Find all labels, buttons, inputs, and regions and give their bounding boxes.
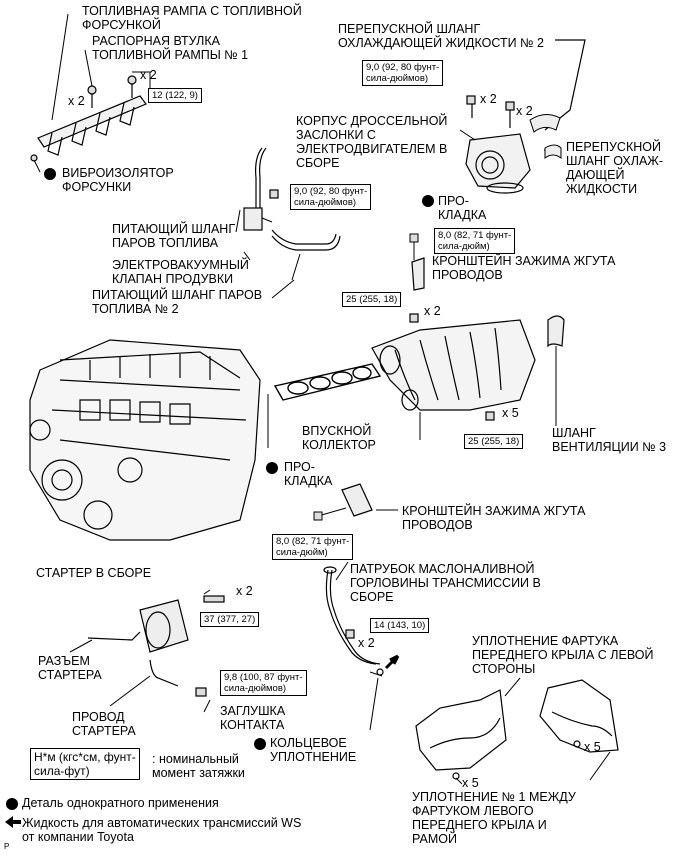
label-starter-wire: ПРОВОД СТАРТЕРА <box>72 710 136 738</box>
label-gasket-mid: ПРО- КЛАДКА <box>284 460 333 488</box>
label-ventilation-hose: ШЛАНГ ВЕНТИЛЯЦИИ № 3 <box>552 426 667 454</box>
label-injector-insulator: ВИБРОИЗОЛЯТОР ФОРСУНКИ <box>62 166 174 194</box>
qty-filler-bolts: x 2 <box>358 636 375 650</box>
label-intake-manifold: ВПУСКНОЙ КОЛЛЕКТОР <box>302 424 376 452</box>
fender-seal-drawings <box>415 679 619 780</box>
qty-rail-spacers: x 2 <box>68 94 85 108</box>
qty-throttle-nuts: x 2 <box>480 92 497 106</box>
legend-single-use: Деталь однократного применения <box>22 796 219 810</box>
torque-manifold-bottom: 25 (255, 18) <box>464 434 524 449</box>
torque-bracket-top: 8,0 (82, 71 фунт- сила-дюйм) <box>434 228 516 254</box>
qty-seal-no1-clips: x 5 <box>462 776 479 790</box>
label-harness-bracket-mid: КРОНШТЕЙН ЗАЖИМА ЖГУТА ПРОВОДОВ <box>402 504 586 532</box>
label-fuel-rail: ТОПЛИВНАЯ РАМПА С ТОПЛИВНОЙ ФОРСУНКОЙ <box>82 4 302 32</box>
qty-manifold-nuts: x 2 <box>424 304 441 318</box>
torque-bracket-mid: 8,0 (82, 71 фунт- сила-дюйм) <box>272 534 354 560</box>
label-purge-vsv: ЭЛЕКТРОВАКУУМНЫЙ КЛАПАН ПРОДУВКИ <box>112 258 249 286</box>
engine-drawing <box>29 339 261 541</box>
label-o-ring: КОЛЬЦЕВОЕ УПЛОТНЕНИЕ <box>270 736 357 764</box>
legend-units-box: Н*м (кгс*см, фунт- сила-фут) <box>30 748 140 780</box>
label-starter: СТАРТЕР В СБОРЕ <box>36 566 152 580</box>
atf-arrow-icon <box>5 816 21 828</box>
qty-throttle-bolts: x 2 <box>516 104 533 118</box>
qty-rail-bolts: x 2 <box>140 68 157 82</box>
single-use-icon <box>254 738 266 750</box>
torque-contact: 9,8 (100, 87 фунт- сила-дюймов) <box>220 670 307 696</box>
qty-seal-left-clips: x 5 <box>584 740 601 754</box>
single-use-icon <box>44 168 56 180</box>
torque-rail: 12 (122, 9) <box>148 88 202 103</box>
torque-manifold-top: 25 (255, 18) <box>342 292 402 307</box>
label-bypass-hose: ПЕРЕПУСКНОЙ ШЛАНГ ОХЛАЖ- ДАЮЩЕЙ ЖИДКОСТИ <box>566 140 664 196</box>
label-bypass-hose-2: ПЕРЕПУСКНОЙ ШЛАНГ ОХЛАЖДАЮЩЕЙ ЖИДКОСТИ №… <box>338 22 544 50</box>
label-harness-bracket-top: КРОНШТЕЙН ЗАЖИМА ЖГУТА ПРОВОДОВ <box>432 254 616 282</box>
torque-filler: 14 (143, 10) <box>370 618 430 633</box>
atf-pointer-arrow-icon <box>384 654 400 670</box>
label-filler-tube: ПАТРУБОК МАСЛОНАЛИВНОЙ ГОРЛОВИНЫ ТРАНСМИ… <box>350 562 541 604</box>
label-vapor-hose: ПИТАЮЩИЙ ШЛАНГ ПАРОВ ТОПЛИВА <box>112 222 236 250</box>
label-vapor-hose-2: ПИТАЮЩИЙ ШЛАНГ ПАРОВ ТОПЛИВА № 2 <box>92 288 263 316</box>
single-use-icon <box>422 195 434 207</box>
label-fender-seal-no1: УПЛОТНЕНИЕ № 1 МЕЖДУ ФАРТУКОМ ЛЕВОГО ПЕР… <box>412 790 576 846</box>
leader-insulator <box>33 159 41 173</box>
leader-fuel-rail <box>51 13 69 121</box>
legend-units-text: : номинальный момент затяжки <box>152 752 245 780</box>
intake-manifold-drawing <box>371 313 536 421</box>
label-throttle-body: КОРПУС ДРОССЕЛЬНОЙ ЗАСЛОНКИ С ЭЛЕКТРОДВИ… <box>296 114 448 170</box>
throttle-body-drawing <box>465 95 531 194</box>
label-starter-connector: РАЗЪЕМ СТАРТЕРА <box>38 654 102 682</box>
intake-gasket-drawing <box>273 363 382 401</box>
label-rail-spacer: РАСПОРНАЯ ВТУЛКА ТОПЛИВНОЙ РАМПЫ № 1 <box>92 34 249 62</box>
label-gasket-top: ПРО- КЛАДКА <box>438 194 487 222</box>
torque-starter: 37 (377, 27) <box>200 612 260 627</box>
corner-mark: P <box>4 842 10 851</box>
torque-vsv: 9,0 (92, 80 фунт- сила-дюймов) <box>290 184 372 210</box>
torque-throttle: 9,0 (92, 80 фунт- сила-дюймов) <box>362 60 444 86</box>
leader-rail-spacer <box>84 49 93 87</box>
single-use-icon <box>6 798 18 810</box>
filler-tube-drawing <box>323 566 384 676</box>
fuel-rail-drawing <box>30 75 147 162</box>
label-contact-cap: ЗАГЛУШКА КОНТАКТА <box>220 704 286 732</box>
qty-starter-bolts: x 2 <box>236 584 253 598</box>
single-use-icon <box>266 462 278 474</box>
vapor-hose-drawing <box>243 147 341 251</box>
legend-atf: Жидкость для автоматических трансмиссий … <box>22 816 302 844</box>
label-fender-seal-left: УПЛОТНЕНИЕ ФАРТУКА ПЕРЕДНЕГО КРЫЛА С ЛЕВ… <box>472 634 654 676</box>
qty-manifold-bolts: x 5 <box>502 406 519 420</box>
starter-drawing <box>87 595 225 697</box>
